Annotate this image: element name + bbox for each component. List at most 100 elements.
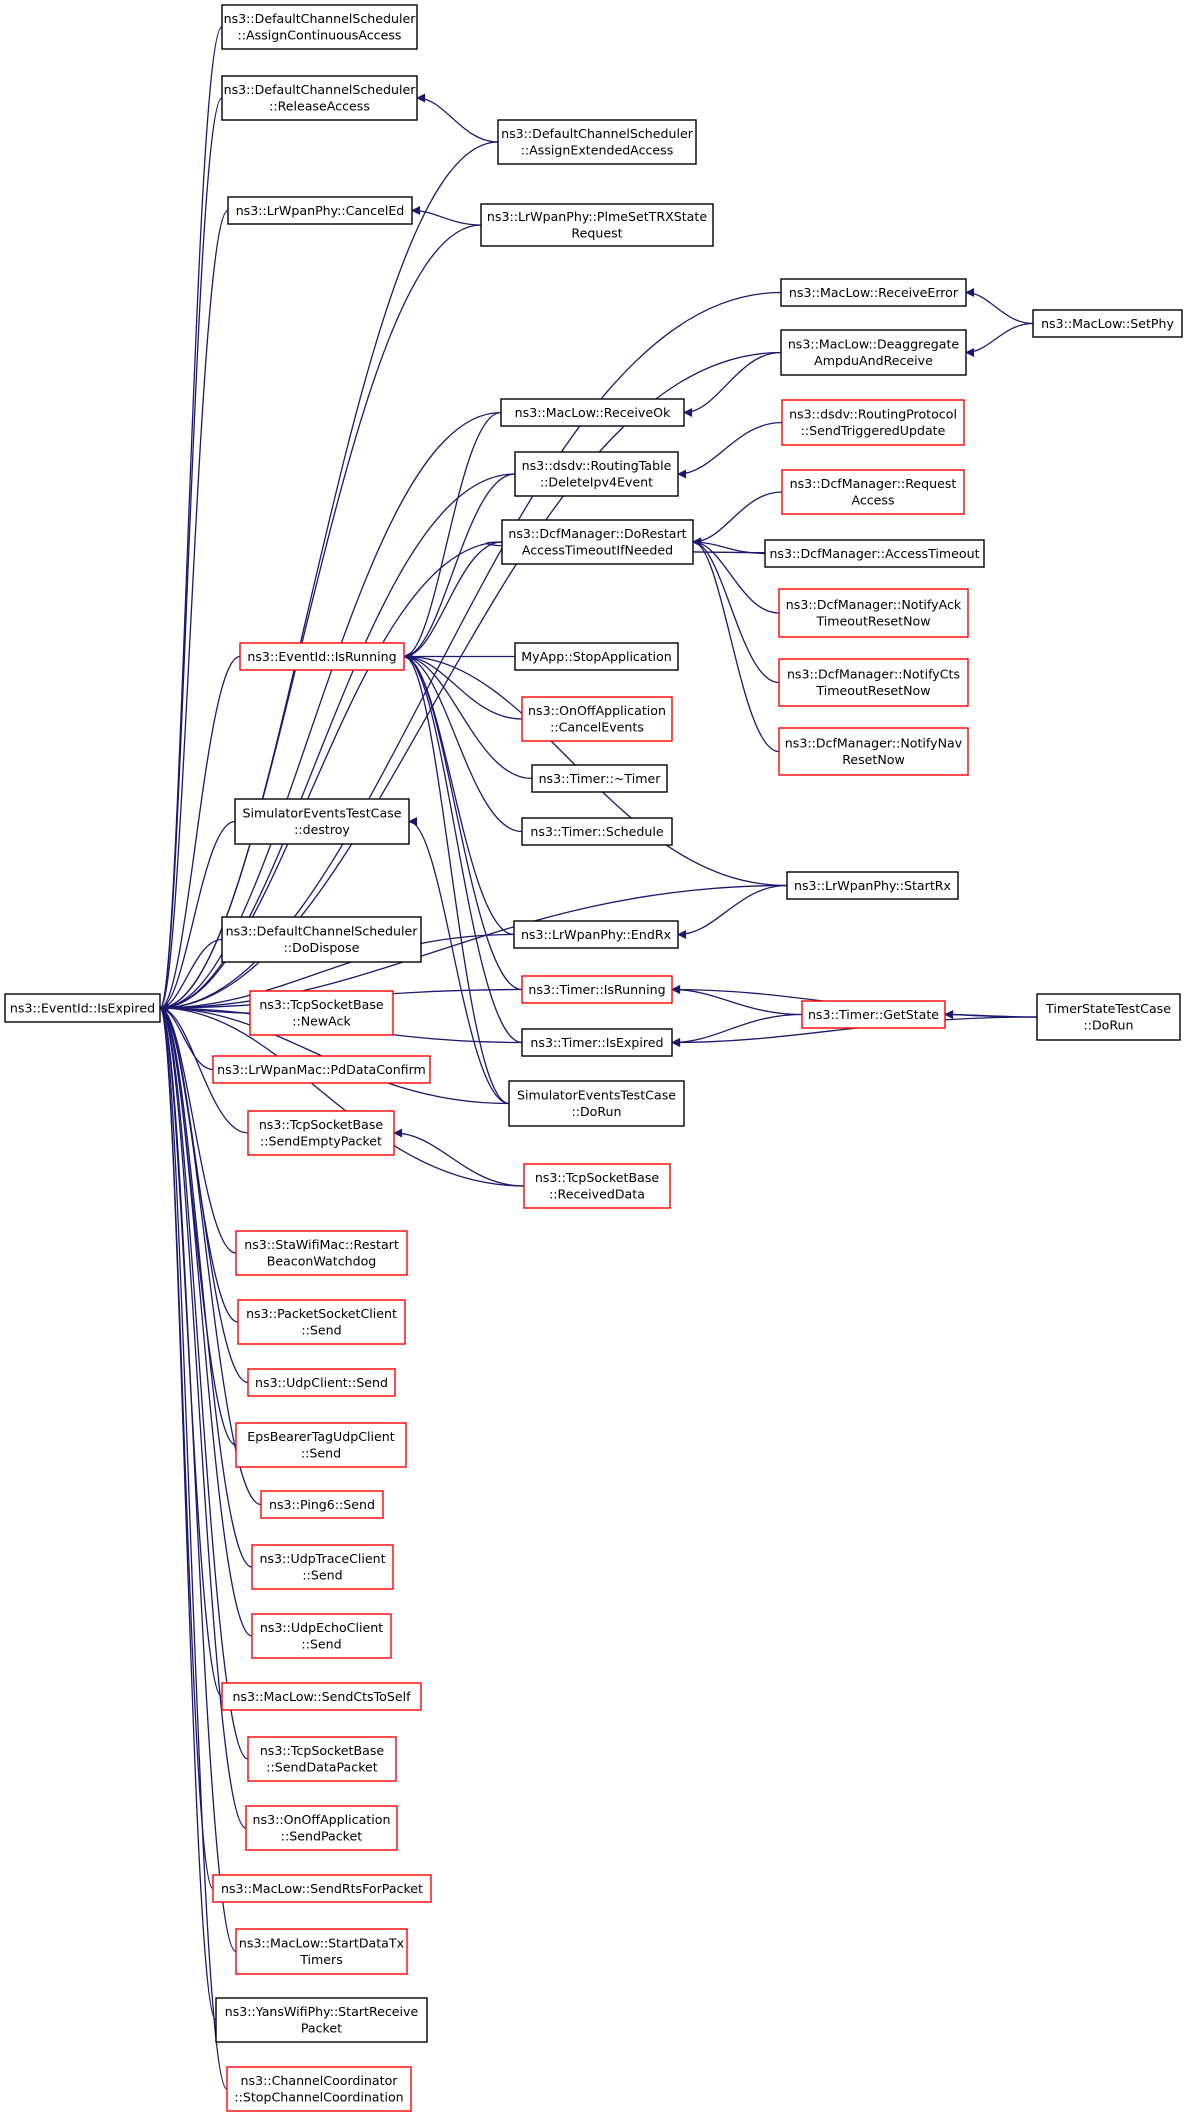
- node-rect: [778, 588, 969, 638]
- node-box[interactable]: ns3::UdpEchoClient::Send: [251, 1613, 392, 1659]
- node-label: ::ReceivedData: [549, 1187, 645, 1202]
- call-edge: [159, 1003, 253, 1568]
- call-edge: [403, 652, 523, 1044]
- node-box[interactable]: ns3::dsdv::RoutingTable::DeleteIpv4Event: [514, 451, 679, 497]
- call-edge: [159, 411, 502, 1013]
- node-box[interactable]: ns3::LrWpanPhy::EndRx: [513, 920, 679, 949]
- node-rect: [521, 975, 673, 1004]
- node-rect: [513, 920, 679, 949]
- node-label: ns3::MacLow::ReceiveOk: [515, 405, 671, 420]
- node-label: SimulatorEventsTestCase: [517, 1088, 676, 1103]
- node-rect: [500, 398, 685, 427]
- node-box[interactable]: ns3::TcpSocketBase::ReceivedData: [523, 1163, 671, 1209]
- edge: [159, 411, 502, 1013]
- node-box[interactable]: ns3::OnOffApplication::CancelEvents: [521, 696, 673, 742]
- node-box[interactable]: ns3::UdpTraceClient::Send: [251, 1544, 394, 1590]
- node-rect: [227, 196, 413, 225]
- node-box[interactable]: ns3::dsdv::RoutingProtocol::SendTriggere…: [781, 399, 965, 446]
- node-box[interactable]: ns3::DcfManager::NotifyAckTimeoutResetNo…: [778, 588, 969, 638]
- node-box[interactable]: ns3::DcfManager::NotifyCtsTimeoutResetNo…: [778, 658, 969, 707]
- call-edge: [692, 537, 780, 753]
- node-box[interactable]: ns3::DefaultChannelScheduler::ReleaseAcc…: [221, 75, 418, 121]
- node-box[interactable]: ns3::MacLow::SetPhy: [1032, 309, 1183, 338]
- node-box[interactable]: SimulatorEventsTestCase::destroy: [234, 798, 410, 845]
- node-box[interactable]: ns3::MacLow::ReceiveOk: [500, 398, 685, 427]
- node-box[interactable]: ns3::UdpClient::Send: [247, 1368, 396, 1397]
- call-edge: [671, 1013, 803, 1047]
- node-box[interactable]: ns3::PacketSocketClient::Send: [237, 1299, 406, 1345]
- node-rect: [781, 469, 965, 515]
- edge: [159, 541, 503, 1013]
- node-box[interactable]: ns3::DefaultChannelScheduler::AssignCont…: [221, 4, 418, 50]
- call-edge: [159, 97, 223, 1013]
- node-box[interactable]: ns3::DcfManager::AccessTimeout: [764, 539, 985, 568]
- node-label: ns3::Ping6::Send: [269, 1497, 375, 1512]
- node-rect: [1032, 309, 1183, 338]
- node-label: ns3::ChannelCoordinator: [241, 2073, 399, 2088]
- node-box[interactable]: TimerStateTestCase::DoRun: [1036, 993, 1181, 1041]
- node-label: TimerStateTestCase: [1045, 1001, 1171, 1016]
- node-box[interactable]: ns3::LrWpanPhy::StartRx: [786, 871, 959, 900]
- edge: [403, 652, 523, 833]
- node-box[interactable]: ns3::DefaultChannelScheduler::AssignExte…: [497, 119, 697, 165]
- node-box[interactable]: ns3::LrWpanMac::PdDataConfirm: [212, 1055, 431, 1084]
- edge: [408, 817, 510, 1105]
- node-box[interactable]: MyApp::StopApplication: [514, 642, 679, 671]
- node-box[interactable]: ns3::MacLow::ReceiveError: [780, 278, 967, 307]
- node-box[interactable]: ns3::ChannelCoordinator::StopChannelCoor…: [226, 2066, 412, 2112]
- edge: [403, 473, 516, 661]
- node-rect: [786, 871, 959, 900]
- edge: [159, 26, 223, 1013]
- root-node-box[interactable]: ns3::EventId::IsExpired: [4, 993, 161, 1023]
- node-label: ns3::DefaultChannelScheduler: [224, 82, 417, 97]
- call-edge: [411, 206, 482, 226]
- node-rect: [514, 642, 679, 671]
- edge: [403, 652, 523, 1044]
- edge: [671, 1016, 1038, 1047]
- node-rect: [251, 1544, 394, 1590]
- node-box[interactable]: ns3::EventId::IsRunning: [239, 642, 405, 671]
- node-box[interactable]: ns3::TcpSocketBase::NewAck: [249, 990, 394, 1036]
- node-box[interactable]: ns3::Timer::~Timer: [531, 764, 668, 793]
- node-label: ns3::LrWpanPhy::PlmeSetTRXState: [487, 209, 707, 224]
- node-box[interactable]: ns3::LrWpanPhy::CancelEd: [227, 196, 413, 225]
- node-box[interactable]: ns3::TcpSocketBase::SendEmptyPacket: [247, 1110, 395, 1156]
- call-edge: [159, 224, 482, 1013]
- node-label: ::SendTriggeredUpdate: [801, 423, 946, 438]
- node-box[interactable]: ns3::MacLow::SendRtsForPacket: [212, 1874, 432, 1903]
- node-box[interactable]: ns3::Timer::Schedule: [521, 817, 673, 846]
- edge: [159, 291, 782, 1013]
- node-box[interactable]: ns3::MacLow::SendCtsToSelf: [221, 1682, 422, 1711]
- node-box[interactable]: ns3::DcfManager::DoRestartAccessTimeoutI…: [501, 519, 694, 565]
- node-box[interactable]: ns3::TcpSocketBase::SendDataPacket: [247, 1736, 397, 1782]
- call-edge: [159, 351, 782, 1013]
- node-box[interactable]: SimulatorEventsTestCase::DoRun: [508, 1080, 685, 1127]
- edge: [965, 322, 1034, 357]
- node-label: ns3::TcpSocketBase: [260, 1743, 385, 1758]
- node-label: ::Send: [301, 1446, 341, 1461]
- node-box[interactable]: ns3::Ping6::Send: [260, 1490, 384, 1519]
- node-box[interactable]: EpsBearerTagUdpClient::Send: [235, 1422, 407, 1468]
- node-label: ns3::MacLow::StartDataTx: [239, 1936, 405, 1951]
- edge: [403, 652, 533, 780]
- edge: [159, 1003, 525, 1187]
- node-label: ns3::DcfManager::DoRestart: [508, 526, 686, 541]
- node-rect: [780, 278, 967, 307]
- edge: [159, 473, 516, 1013]
- node-box[interactable]: ns3::DefaultChannelScheduler::DoDispose: [221, 916, 422, 963]
- node-box[interactable]: ns3::Timer::IsExpired: [521, 1028, 673, 1057]
- node-label: ns3::LrWpanPhy::CancelEd: [236, 203, 405, 218]
- node-box[interactable]: ns3::OnOffApplication::SendPacket: [245, 1805, 398, 1851]
- node-label: ::NewAck: [292, 1014, 351, 1029]
- node-rect: [221, 1682, 422, 1711]
- call-edge: [692, 537, 780, 684]
- node-box[interactable]: ns3::Timer::GetState: [801, 1000, 946, 1029]
- node-box[interactable]: ns3::Timer::IsRunning: [521, 975, 673, 1004]
